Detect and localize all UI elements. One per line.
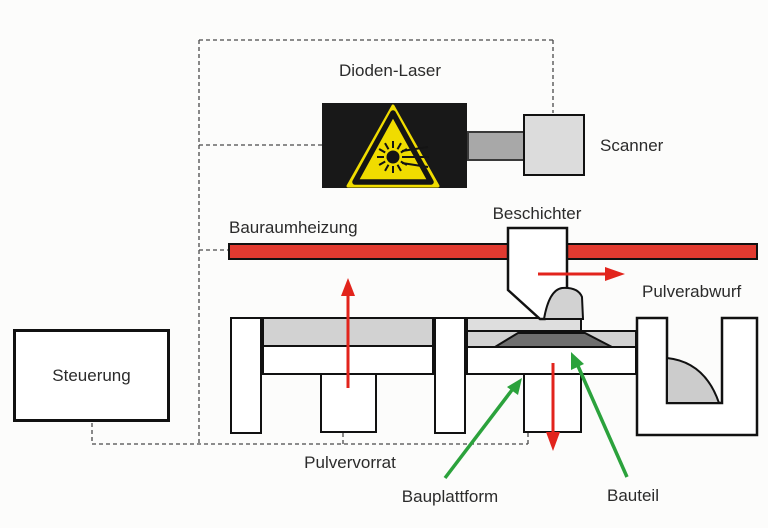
powder-supply-bed	[262, 317, 434, 347]
recoater-right-arrowhead	[605, 267, 625, 281]
recoater-powder-pile	[542, 286, 585, 320]
laser-scanner-connector	[467, 131, 525, 161]
recoater-label: Beschichter	[492, 204, 582, 223]
control-unit-box: Steuerung	[13, 329, 170, 422]
diode-laser-label: Dioden-Laser	[338, 61, 442, 80]
diode-laser-housing	[322, 103, 467, 188]
scanner-label: Scanner	[600, 136, 664, 155]
powder-supply-label: Pulvervorrat	[304, 453, 396, 472]
powder-supply-piston	[320, 373, 377, 433]
build-chamber-heater-bar	[228, 243, 758, 260]
supply-piston-up-arrowhead	[341, 278, 355, 296]
build-platform-label: Bauplattform	[401, 487, 499, 506]
heater-label: Bauraumheizung	[229, 218, 358, 237]
part-label: Bauteil	[607, 486, 659, 505]
build-piston-down-arrowhead	[546, 432, 560, 451]
powder-overflow-container	[635, 316, 759, 437]
supply-table-band	[262, 345, 434, 375]
bed-left-wall	[230, 317, 262, 434]
scanner-box	[523, 114, 585, 176]
powder-overflow-label: Pulverabwurf	[642, 282, 742, 301]
build-platform-piston	[523, 373, 582, 433]
bed-middle-wall	[434, 317, 466, 434]
recoater-hopper	[506, 226, 569, 321]
build-table-band	[466, 346, 637, 375]
bauteil-arrow	[576, 365, 629, 478]
bauplattform-arrowhead	[507, 378, 522, 395]
overflow-powder-pile	[666, 356, 721, 404]
control-unit-label: Steuerung	[52, 365, 131, 385]
